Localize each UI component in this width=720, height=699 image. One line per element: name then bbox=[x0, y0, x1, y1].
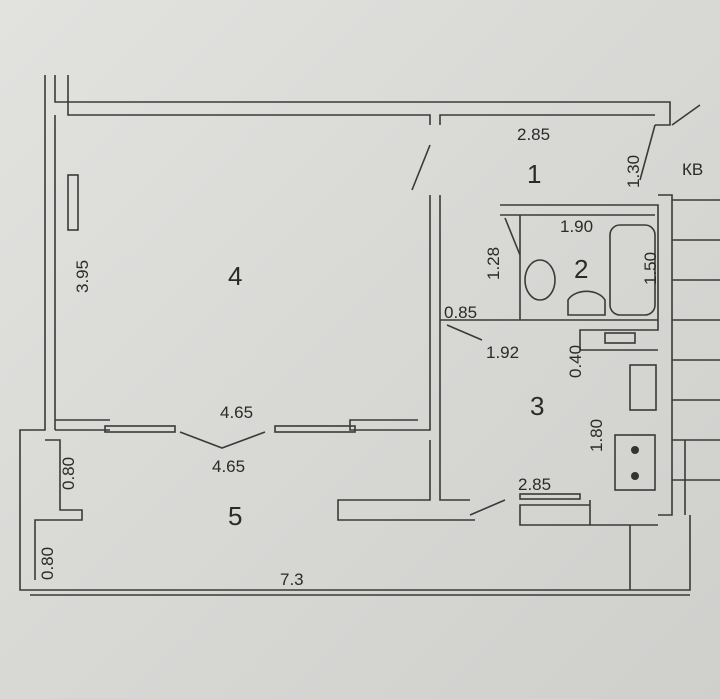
dim-room4-width: 4.65 bbox=[220, 403, 253, 422]
sink-icon bbox=[567, 290, 606, 316]
dim-room4-height: 3.95 bbox=[73, 260, 92, 293]
dim-room5-side-lower: 0.80 bbox=[38, 547, 57, 580]
dim-corridor-width: 1.92 bbox=[486, 343, 519, 362]
dim-total-width: 7.3 bbox=[280, 570, 304, 589]
fixtures bbox=[524, 224, 657, 491]
dim-room2-height: 1.28 bbox=[484, 247, 503, 280]
room-2-label: 2 bbox=[574, 254, 588, 284]
room-5-label: 5 bbox=[228, 501, 242, 531]
walls bbox=[19, 75, 720, 596]
dim-room2-width: 1.90 bbox=[560, 217, 593, 236]
room-3-label: 3 bbox=[530, 391, 544, 421]
dim-door-width: 0.85 bbox=[444, 303, 477, 322]
dim-kitchen-height: 1.80 bbox=[587, 419, 606, 452]
stove-icon bbox=[614, 434, 656, 491]
dim-kitchen-width: 2.85 bbox=[518, 475, 551, 494]
dim-room5-side-upper: 0.80 bbox=[59, 457, 78, 490]
stair-label: КВ bbox=[682, 160, 703, 179]
dim-room1-width: 2.85 bbox=[517, 125, 550, 144]
vent-icon bbox=[604, 332, 636, 344]
room-4-label: 4 bbox=[228, 261, 242, 291]
dim-kitchen-gap: 0.40 bbox=[566, 345, 585, 378]
bathtub-icon bbox=[609, 224, 656, 316]
doors bbox=[179, 104, 701, 516]
kitchen-sink-icon bbox=[629, 364, 657, 411]
dim-bath-length: 1.50 bbox=[641, 252, 660, 285]
windows bbox=[67, 174, 581, 500]
dim-room5-width: 4.65 bbox=[212, 457, 245, 476]
dim-room1-entry: 1.30 bbox=[624, 155, 643, 188]
room-1-label: 1 bbox=[527, 159, 541, 189]
toilet-icon bbox=[524, 259, 556, 301]
